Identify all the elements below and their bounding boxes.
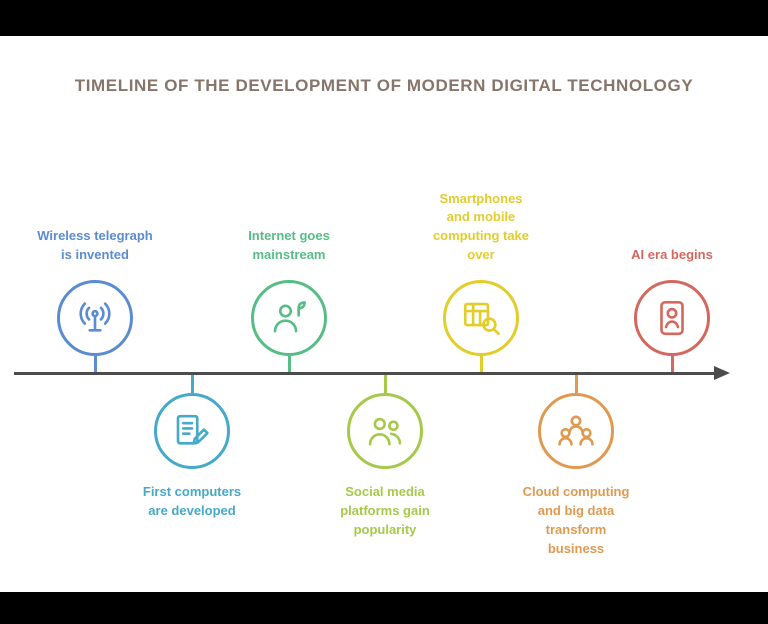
milestone-circle — [634, 280, 710, 356]
milestone-stem — [383, 375, 387, 393]
milestone-label: AI era begins — [631, 247, 713, 263]
milestone-ai: AI era begins — [597, 246, 747, 372]
people-icon — [364, 410, 406, 452]
milestone-cloud: Cloud computing and big data transform b… — [501, 375, 651, 558]
broadcast-icon — [74, 297, 116, 339]
milestone-stem — [93, 356, 97, 372]
top-letterbox-bar — [0, 0, 768, 36]
data-search-icon — [460, 297, 502, 339]
team-icon — [555, 410, 597, 452]
milestone-label: Smartphones and mobile computing take ov… — [432, 190, 530, 263]
person-growth-icon — [268, 297, 310, 339]
milestone-label: Social media platforms gain popularity — [340, 484, 430, 537]
milestone-circle — [251, 280, 327, 356]
id-badge-icon — [651, 297, 693, 339]
milestone-wireless: Wireless telegraph is invented — [20, 227, 170, 372]
milestone-stem — [190, 375, 194, 393]
milestone-internet: Internet goes mainstream — [214, 227, 364, 372]
milestone-stem — [287, 356, 291, 372]
milestone-circle — [538, 393, 614, 469]
milestone-label: First computers are developed — [142, 484, 242, 518]
bottom-letterbox-bar — [0, 592, 768, 624]
timeline-arrow-icon — [714, 366, 730, 380]
document-edit-icon — [171, 410, 213, 452]
milestone-circle — [443, 280, 519, 356]
milestone-label: Cloud computing and big data transform b… — [522, 484, 630, 556]
milestone-stem — [574, 375, 578, 393]
infographic-title: TIMELINE OF THE DEVELOPMENT OF MODERN DI… — [74, 76, 694, 95]
milestone-label: Wireless telegraph is invented — [37, 228, 153, 263]
milestone-circle — [57, 280, 133, 356]
timeline-axis — [14, 372, 716, 375]
milestone-computers: First computers are developed — [117, 375, 267, 521]
milestone-circle — [154, 393, 230, 469]
milestone-label: Internet goes mainstream — [248, 228, 330, 263]
milestone-stem — [479, 356, 483, 372]
milestone-social-media: Social media platforms gain popularity — [310, 375, 460, 540]
milestone-stem — [670, 356, 674, 372]
milestone-circle — [347, 393, 423, 469]
milestone-smartphones: Smartphones and mobile computing take ov… — [406, 190, 556, 372]
